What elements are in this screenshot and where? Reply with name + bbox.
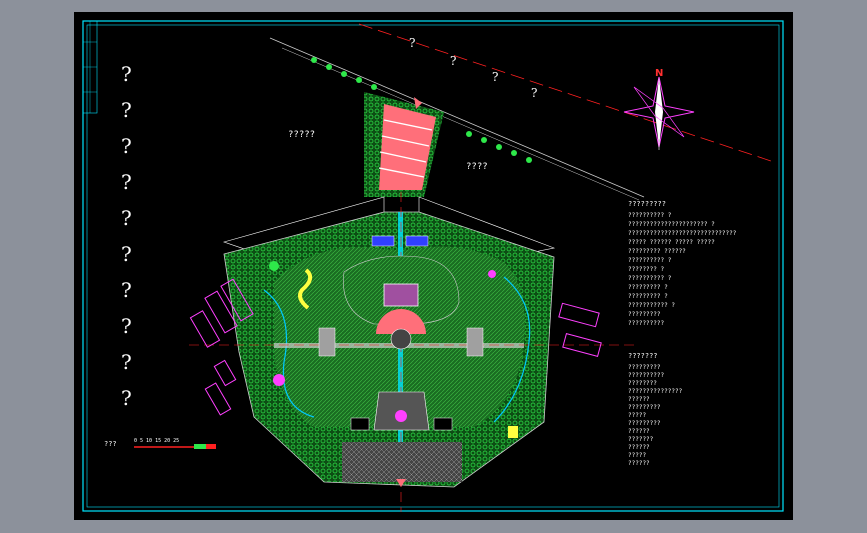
- road-label-1: ?: [409, 36, 416, 50]
- legend-bottom-row: ?????????: [628, 404, 661, 411]
- legend-top-row: ??????????: [628, 320, 665, 327]
- road-label-4: ?: [531, 86, 538, 100]
- legend-top-row: ?????????? ?: [628, 275, 672, 282]
- legend-top-row: ???????? ?: [628, 266, 665, 273]
- legend-bottom-row: ???????????????: [628, 388, 683, 395]
- scale-bar: [134, 444, 216, 449]
- legend-bottom-row: ???????: [628, 436, 654, 443]
- legend-top-title: ?????????: [628, 200, 666, 208]
- entrance-parking: [364, 92, 444, 197]
- legend-top-row: ????????? ??????: [628, 248, 686, 255]
- outer-frame: [82, 20, 784, 512]
- left-label-2: ?: [121, 98, 132, 122]
- main-road: [269, 23, 775, 201]
- central-features: [318, 235, 484, 487]
- outbuildings: [189, 278, 602, 416]
- legend-bottom-row: ?????????: [628, 364, 661, 371]
- legend-bottom-title: ???????: [628, 352, 658, 360]
- side-features: [269, 261, 518, 438]
- road-label-3: ?: [492, 70, 499, 84]
- scale-ticks: 0 5 10 15 20 25: [134, 438, 180, 444]
- left-label-1: ?: [121, 62, 132, 86]
- legend-top-row: ?????????? ?: [628, 212, 672, 219]
- legend-bottom-row: ?????: [628, 452, 647, 459]
- legend-top-row: ????????? ?: [628, 284, 668, 291]
- road-label-2: ?: [450, 54, 457, 68]
- inner-frame: [86, 24, 780, 508]
- area-label-left: ?????: [288, 130, 316, 140]
- title-strip: [82, 20, 98, 114]
- legend-bottom: ??????? ????????? ?????????? ???????? ??…: [628, 352, 748, 472]
- legend-top-row: ?????????????????????? ?: [628, 221, 715, 228]
- legend-top-row: ?????????: [628, 311, 661, 318]
- legend-top: ????????? ?????????? ? ?????????????????…: [628, 200, 768, 340]
- north-label: N: [655, 68, 664, 79]
- compass-rose: [623, 76, 695, 150]
- drawing-sheet: ? ? ? ? ? ? ? ? ? ? ? ? ? ? ????? ???? N…: [74, 12, 793, 520]
- scale-label: ???: [104, 440, 117, 448]
- left-label-7: ?: [121, 278, 132, 302]
- left-label-10: ?: [121, 386, 132, 410]
- legend-top-row: ?????????? ?: [628, 257, 672, 264]
- left-label-4: ?: [121, 170, 132, 194]
- legend-bottom-row: ?????: [628, 412, 647, 419]
- legend-top-row: ????? ?????? ????? ?????: [628, 239, 715, 246]
- left-label-8: ?: [121, 314, 132, 338]
- legend-bottom-row: ?????????: [628, 420, 661, 427]
- legend-top-row: ??????????????????????????????: [628, 230, 737, 237]
- roadside-trees: [311, 57, 532, 163]
- legend-bottom-row: ????????: [628, 380, 657, 387]
- area-label-right: ????: [466, 162, 488, 172]
- left-label-9: ?: [121, 350, 132, 374]
- legend-bottom-row: ??????????: [628, 372, 665, 379]
- site-plan: [82, 20, 784, 512]
- legend-top-row: ??????????? ?: [628, 302, 675, 309]
- legend-bottom-row: ??????: [628, 428, 650, 435]
- legend-bottom-row: ??????: [628, 396, 650, 403]
- legend-bottom-row: ??????: [628, 460, 650, 467]
- legend-top-row: ????????? ?: [628, 293, 668, 300]
- left-label-5: ?: [121, 206, 132, 230]
- left-label-6: ?: [121, 242, 132, 266]
- left-label-3: ?: [121, 134, 132, 158]
- legend-bottom-row: ??????: [628, 444, 650, 451]
